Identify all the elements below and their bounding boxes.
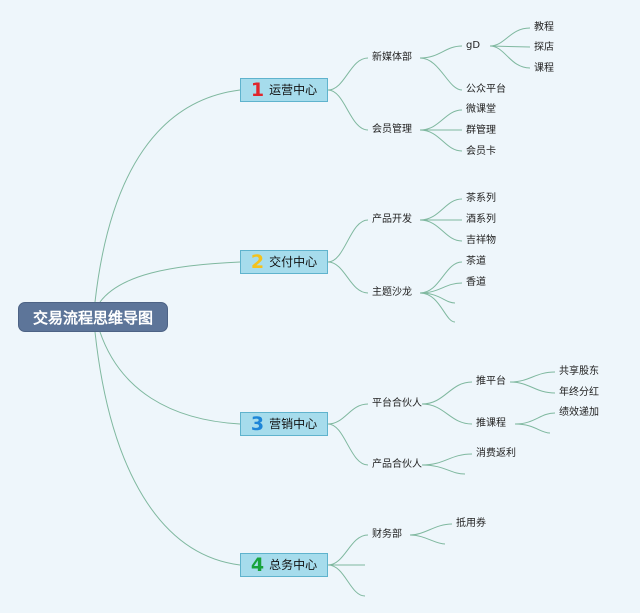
leaf-tea-ceremony[interactable]: 茶道 <box>466 256 486 267</box>
leaf-voucher[interactable]: 抵用券 <box>456 518 486 529</box>
branch-member-management[interactable]: 会员管理 <box>372 124 412 135</box>
topic-label: 运营中心 <box>269 83 318 97</box>
leaf-member-card[interactable]: 会员卡 <box>466 146 496 157</box>
branch-product-partner[interactable]: 产品合伙人 <box>372 459 422 470</box>
leaf-tutorial[interactable]: 教程 <box>534 22 554 33</box>
branch-product-development[interactable]: 产品开发 <box>372 214 412 225</box>
leaf-promote-platform[interactable]: 推平台 <box>476 376 506 387</box>
leaf-performance-increase[interactable]: 绩效递加 <box>559 407 599 418</box>
topic-delivery-center[interactable]: 2 交付中心 <box>240 250 328 274</box>
leaf-group-management[interactable]: 群管理 <box>466 125 496 136</box>
leaf-public-platform[interactable]: 公众平台 <box>466 84 506 95</box>
topic-general-affairs-center[interactable]: 4 总务中心 <box>240 553 328 577</box>
branch-theme-salon[interactable]: 主题沙龙 <box>372 287 412 298</box>
leaf-year-end-dividend[interactable]: 年终分红 <box>559 387 599 398</box>
topic-label: 营销中心 <box>269 417 318 431</box>
branch-finance-department[interactable]: 财务部 <box>372 529 402 540</box>
branch-new-media[interactable]: 新媒体部 <box>372 52 412 63</box>
leaf-course[interactable]: 课程 <box>534 63 554 74</box>
leaf-tea-series[interactable]: 茶系列 <box>466 193 496 204</box>
leaf-micro-class[interactable]: 微课堂 <box>466 104 496 115</box>
topic-operations-center[interactable]: 1 运营中心 <box>240 78 328 102</box>
leaf-incense-ceremony[interactable]: 香道 <box>466 277 486 288</box>
topic-label: 总务中心 <box>269 558 318 572</box>
leaf-promote-course[interactable]: 推课程 <box>476 418 506 429</box>
root-topic[interactable]: 交易流程思维导图 <box>18 302 168 332</box>
leaf-consumption-rebate[interactable]: 消费返利 <box>476 448 516 459</box>
topic-number: 2 <box>250 251 265 273</box>
leaf-shared-shareholder[interactable]: 共享股东 <box>559 366 599 377</box>
leaf-mascot[interactable]: 吉祥物 <box>466 235 496 246</box>
leaf-store-visit[interactable]: 探店 <box>534 42 554 53</box>
leaf-wine-series[interactable]: 酒系列 <box>466 214 496 225</box>
topic-marketing-center[interactable]: 3 营销中心 <box>240 412 328 436</box>
topic-number: 3 <box>250 413 265 435</box>
branch-platform-partner[interactable]: 平台合伙人 <box>372 398 422 409</box>
topic-label: 交付中心 <box>269 255 318 269</box>
leaf-gd[interactable]: gD <box>466 40 481 51</box>
topic-number: 4 <box>250 554 265 576</box>
topic-number: 1 <box>250 79 265 101</box>
